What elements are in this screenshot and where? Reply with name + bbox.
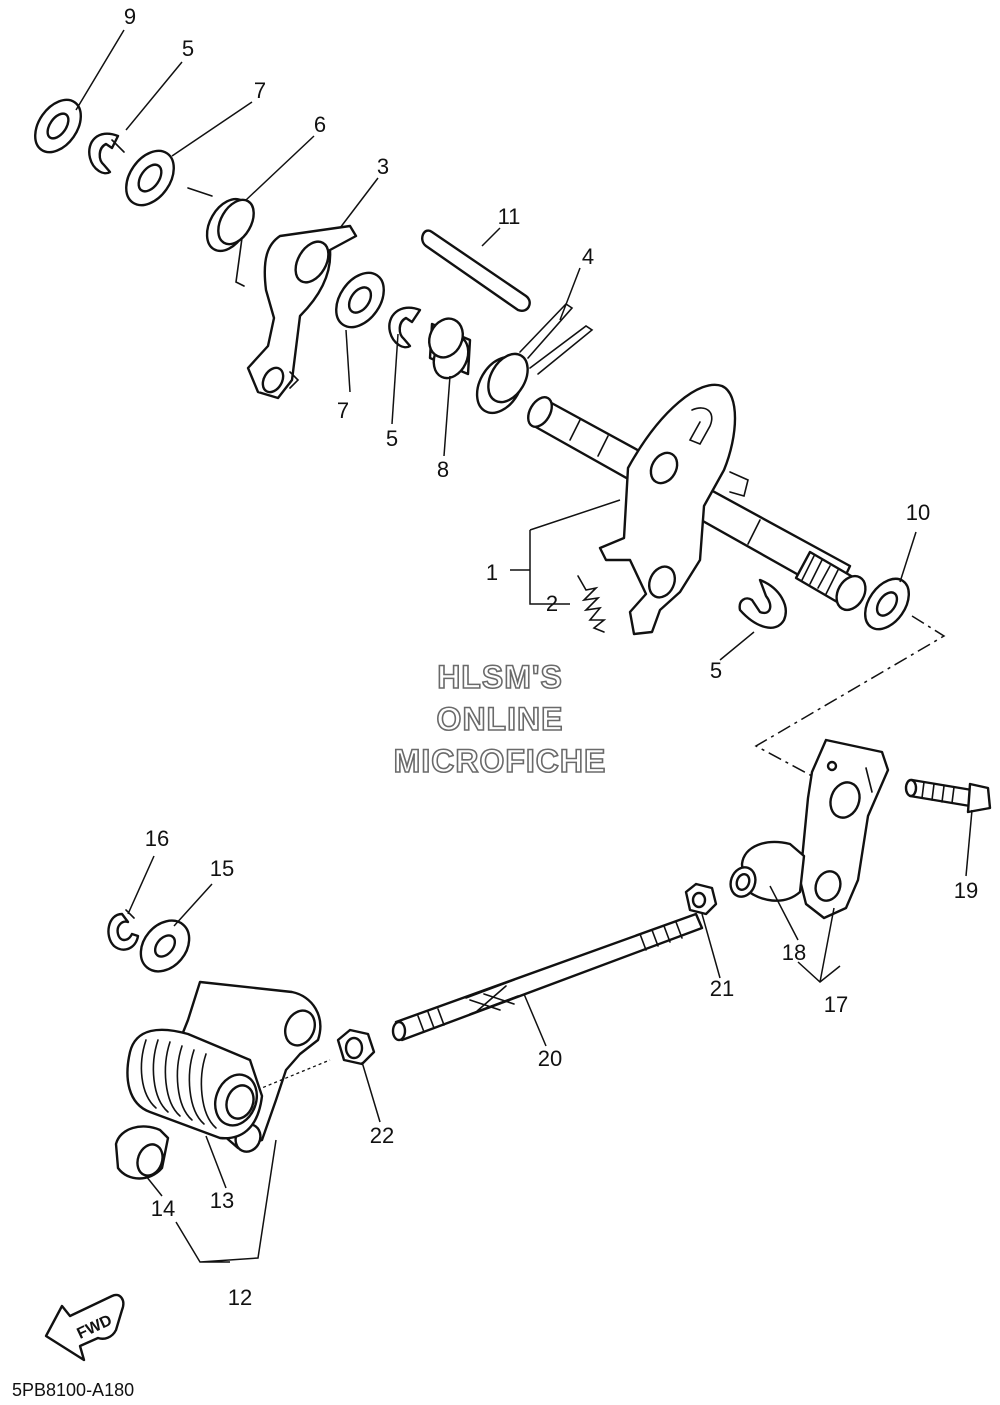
callout-16: 16 — [145, 826, 169, 851]
fwd-direction-arrow: FWD — [44, 1293, 125, 1362]
watermark-line-3: MICROFICHE — [394, 743, 607, 779]
part-15-washer — [139, 919, 191, 973]
callout-18: 18 — [782, 940, 806, 965]
part-21-nut — [684, 882, 718, 916]
part-1-shift-shaft — [527, 383, 867, 636]
callout-labels: 9 5 7 6 3 11 4 7 5 8 10 1 2 5 16 15 19 1… — [124, 4, 978, 1310]
watermark-line-1: HLSM'S — [437, 659, 563, 695]
part-17-shift-lever — [798, 738, 890, 920]
part-5-circlip-top — [88, 132, 125, 175]
callout-19: 19 — [954, 878, 978, 903]
callout-21: 21 — [710, 976, 734, 1001]
callout-14: 14 — [151, 1196, 175, 1221]
callout-5: 5 — [182, 36, 194, 61]
callout-12: 12 — [228, 1285, 252, 1310]
part-19-bolt — [904, 778, 992, 814]
part-3-shift-arm — [246, 224, 358, 400]
callout-15: 15 — [210, 856, 234, 881]
callout-8: 8 — [437, 457, 449, 482]
part-11-pin — [421, 229, 531, 312]
callout-3: 3 — [377, 154, 389, 179]
part-8-collar — [428, 317, 472, 380]
callout-17: 17 — [824, 992, 848, 1017]
watermark-line-2: ONLINE — [437, 701, 564, 737]
part-7-washer-middle — [335, 271, 385, 329]
callout-11: 11 — [498, 204, 521, 229]
part-2-spring — [577, 575, 607, 633]
callout-20: 20 — [538, 1046, 562, 1071]
part-10-washer — [863, 577, 911, 631]
callout-13: 13 — [210, 1188, 234, 1213]
callout-7: 7 — [254, 78, 266, 103]
assembly-centerline — [754, 615, 946, 777]
callout-9: 9 — [124, 4, 136, 29]
part-7-washer-top — [125, 149, 175, 207]
part-4-torsion-spring — [475, 302, 594, 415]
callout-1: 1 — [486, 560, 498, 585]
callout-10: 10 — [906, 500, 930, 525]
callout-leader-lines — [75, 29, 973, 1263]
callout-5: 5 — [386, 426, 398, 451]
callout-22: 22 — [370, 1123, 394, 1148]
part-14-pedal-cap — [114, 1125, 170, 1180]
part-18-rod-joint — [729, 840, 806, 902]
callout-7: 7 — [337, 398, 349, 423]
callout-2: 2 — [546, 591, 558, 616]
figure-code: 5PB8100-A180 — [12, 1380, 135, 1400]
part-5-circlip-middle — [388, 306, 422, 349]
part-6-torsion-spring — [187, 187, 255, 287]
callout-6: 6 — [314, 112, 326, 137]
callout-5: 5 — [710, 658, 722, 683]
callout-4: 4 — [582, 244, 594, 269]
part-13-pedal-rubber — [126, 1028, 264, 1140]
part-16-circlip — [107, 909, 140, 951]
part-9-washer — [34, 98, 82, 154]
part-22-nut — [336, 1028, 376, 1066]
watermark: HLSM'S ONLINE MICROFICHE — [393, 658, 607, 780]
part-20-shift-rod — [391, 912, 704, 1042]
part-5-circlip-right — [738, 578, 787, 629]
